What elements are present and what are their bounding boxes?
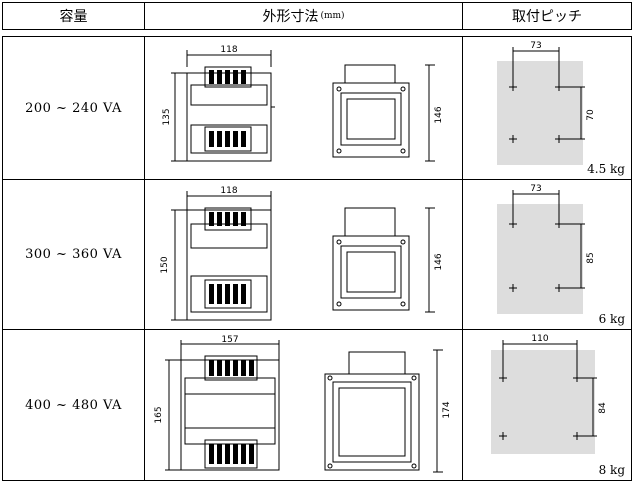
pitch-x-label: 73 [530, 41, 541, 51]
pitch-y-label: 85 [586, 252, 596, 263]
height-dimension-label: 165 [154, 406, 164, 423]
dimension-drawing: 118 135 146 [162, 45, 444, 162]
pitch-y-label: 84 [598, 402, 608, 414]
mounting-pitch-cell: 73 70 4.5 kg [463, 37, 631, 179]
header-dimensions: 外形寸法(mm) [145, 3, 463, 29]
capacity-cell: 200 ~ 240 VA [3, 37, 145, 179]
dimension-drawing: 157 165 174 [154, 335, 452, 473]
pitch-y-label: 70 [586, 109, 596, 121]
capacity-cell: 400 ~ 480 VA [3, 330, 145, 480]
side-height-dimension-label: 174 [442, 401, 452, 418]
table-header: 容量 外形寸法(mm) 取付ピッチ [2, 2, 632, 30]
header-capacity: 容量 [3, 3, 145, 29]
capacity-cell: 300 ~ 360 VA [3, 180, 145, 329]
table-row: 200 ~ 240 VA [2, 36, 632, 180]
dimension-drawing-cell: 157 165 174 [145, 330, 463, 480]
dimension-drawing: 118 150 146 [160, 186, 444, 321]
height-dimension-label: 150 [160, 256, 170, 273]
pitch-x-label: 110 [531, 334, 548, 344]
mounting-pitch-cell: 73 85 6 kg [463, 180, 631, 329]
dimension-drawing-cell: 118 150 146 [145, 180, 463, 329]
width-dimension-label: 118 [220, 186, 237, 196]
height-dimension-label: 135 [162, 108, 172, 125]
header-dimensions-unit: (mm) [320, 11, 345, 21]
weight-label: 6 kg [598, 312, 625, 326]
weight-label: 8 kg [598, 463, 625, 477]
width-dimension-label: 118 [220, 45, 237, 55]
header-dimensions-label: 外形寸法 [262, 9, 319, 25]
weight-label: 4.5 kg [587, 162, 625, 176]
width-dimension-label: 157 [221, 335, 238, 345]
mounting-pitch-cell: 110 84 8 kg [463, 330, 631, 480]
header-mounting-pitch: 取付ピッチ [512, 9, 582, 25]
mounting-pitch-drawing: 73 70 [497, 41, 596, 165]
side-height-dimension-label: 146 [434, 253, 444, 270]
table-row: 300 ~ 360 VA 118 [2, 179, 632, 330]
dimension-drawing-cell: 118 135 146 [145, 37, 463, 179]
side-height-dimension-label: 146 [434, 106, 444, 123]
mounting-pitch-drawing: 110 84 [491, 334, 608, 454]
table-row: 400 ~ 480 VA [2, 329, 632, 481]
pitch-x-label: 73 [530, 184, 541, 194]
mounting-pitch-drawing: 73 85 [497, 184, 596, 314]
